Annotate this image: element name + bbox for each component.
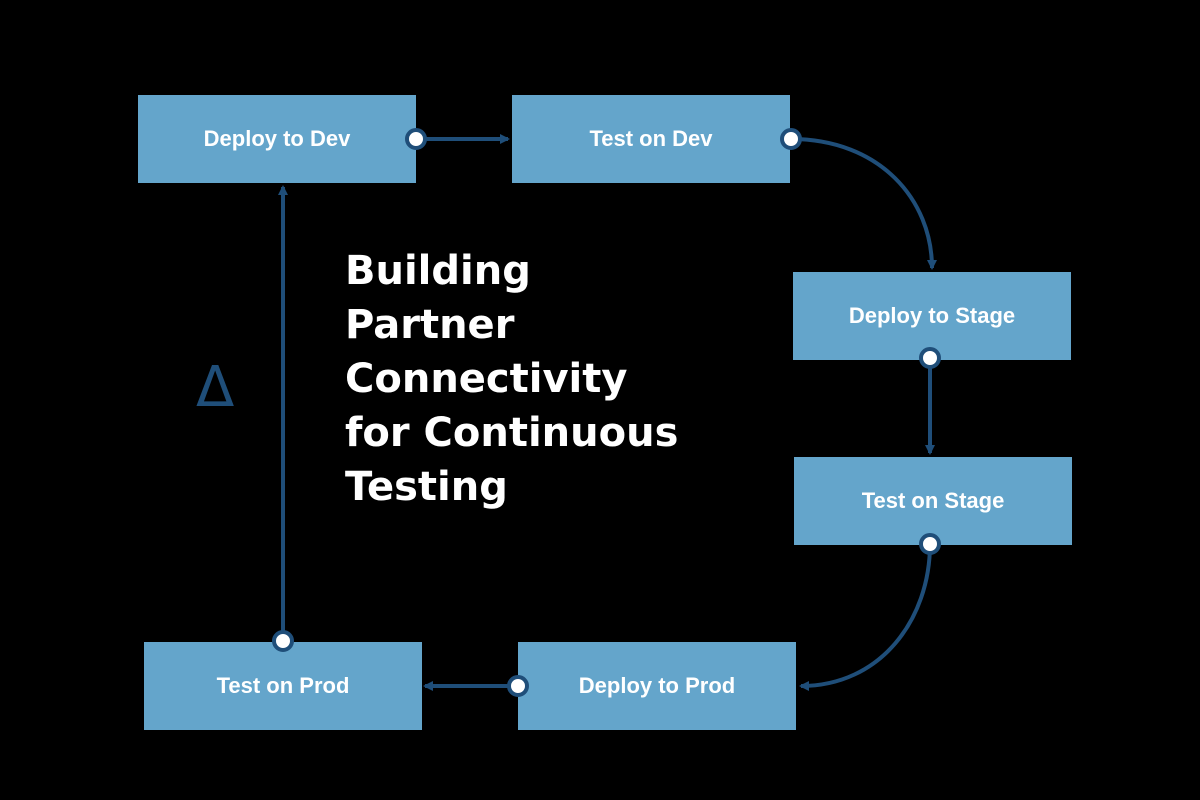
connector-port xyxy=(272,630,294,652)
node-label: Test on Stage xyxy=(861,488,1005,513)
connector-port xyxy=(919,533,941,555)
title-line: Testing xyxy=(345,464,508,510)
node-deploy-to-prod: Deploy to Prod xyxy=(518,642,796,730)
title-line: for Continuous xyxy=(345,410,679,456)
title-line: Partner xyxy=(345,302,515,348)
connector-port xyxy=(919,347,941,369)
edge-dev-to-stage xyxy=(790,137,937,270)
node-label: Deploy to Dev xyxy=(203,126,351,151)
node-deploy-to-dev: Deploy to Dev xyxy=(138,95,416,183)
node-label: Test on Prod xyxy=(216,673,350,698)
node-test-on-dev: Test on Dev xyxy=(512,95,790,183)
title-line: Connectivity xyxy=(345,356,628,402)
title-line: Building xyxy=(345,248,531,294)
connector-port xyxy=(780,128,802,150)
node-label: Deploy to Stage xyxy=(848,303,1016,328)
connector-port xyxy=(405,128,427,150)
connector-port xyxy=(507,675,529,697)
node-deploy-to-stage: Deploy to Stage xyxy=(793,272,1071,360)
delta-symbol: Δ xyxy=(196,355,235,420)
edge-stage-to-prod xyxy=(799,543,932,691)
node-test-on-prod: Test on Prod xyxy=(144,642,422,730)
node-label: Deploy to Prod xyxy=(578,673,736,698)
node-label: Test on Dev xyxy=(589,126,713,151)
diagram-title: Building Partner Connectivity for Contin… xyxy=(345,244,765,514)
node-test-on-stage: Test on Stage xyxy=(794,457,1072,545)
